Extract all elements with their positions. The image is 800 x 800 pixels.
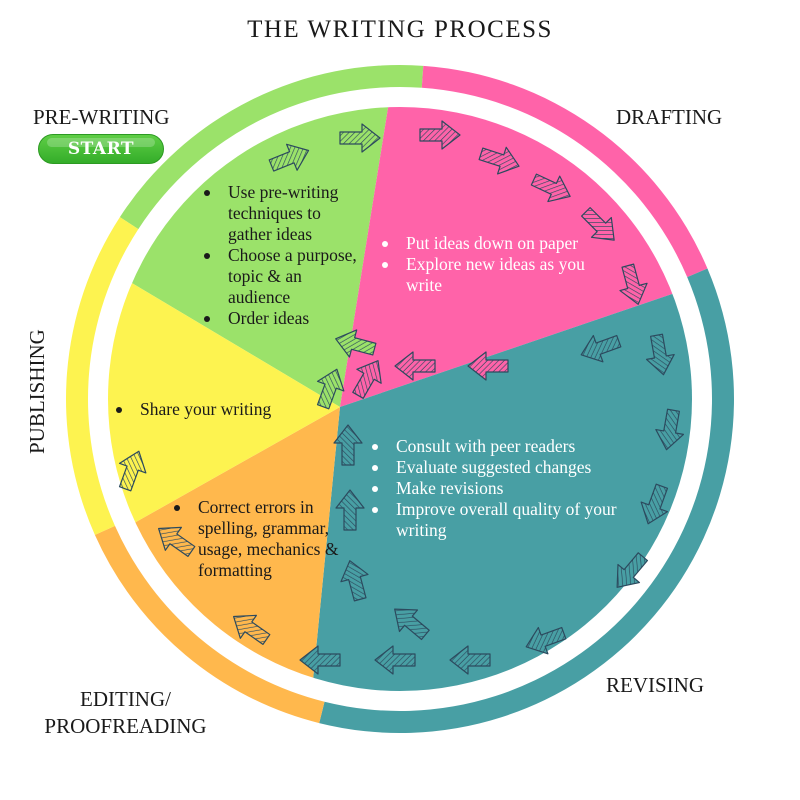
drafting-bullets: Put ideas down on paper Explore new idea… bbox=[378, 233, 598, 296]
prewriting-bullets: Use pre-writing techniques to gather ide… bbox=[200, 182, 360, 329]
bullet-item: Evaluate suggested changes bbox=[368, 457, 668, 478]
arrow-icon bbox=[419, 120, 461, 150]
wedge-revising bbox=[256, 107, 692, 691]
arrow-icon bbox=[525, 626, 567, 655]
ring-segment-drafting bbox=[421, 65, 708, 278]
arrow-icon bbox=[316, 368, 345, 410]
ring-segment-publishing bbox=[66, 217, 139, 535]
arrow-icon bbox=[352, 360, 382, 399]
ring-segment-editing bbox=[94, 525, 325, 724]
wedge-prewriting bbox=[108, 107, 484, 407]
arrow-icon bbox=[333, 424, 363, 466]
arrow-icon bbox=[449, 645, 491, 675]
bullet-item: Make revisions bbox=[368, 478, 668, 499]
ring-segment-revising bbox=[319, 268, 735, 734]
start-button[interactable]: START bbox=[38, 134, 164, 164]
stage-label-revising: REVISING bbox=[606, 673, 704, 697]
arrow-icon bbox=[268, 143, 310, 172]
arrow-icon bbox=[655, 408, 685, 451]
arrow-icon bbox=[335, 489, 365, 531]
arrow-icon bbox=[394, 608, 430, 641]
stage-label-editing-line1: EDITING/ bbox=[80, 687, 171, 711]
arrow-icon bbox=[233, 614, 271, 645]
arrow-icon bbox=[158, 526, 196, 557]
bullet-item: Improve overall quality of your writing bbox=[368, 499, 668, 541]
arrow-icon bbox=[339, 123, 381, 153]
arrow-icon bbox=[645, 333, 675, 376]
revising-bullets: Consult with peer readers Evaluate sugge… bbox=[368, 436, 668, 541]
arrow-icon bbox=[581, 207, 615, 241]
arrow-icon bbox=[118, 450, 147, 492]
bullet-item: Share your writing bbox=[112, 399, 312, 420]
arrow-icon bbox=[335, 329, 377, 358]
stage-label-prewriting: PRE-WRITING bbox=[33, 105, 170, 129]
bullet-item: Consult with peer readers bbox=[368, 436, 668, 457]
ring-segment-prewriting bbox=[119, 64, 424, 230]
outer-ring bbox=[66, 64, 735, 734]
arrow-icon bbox=[616, 552, 649, 588]
stage-label-editing: EDITING/ PROOFREADING bbox=[33, 686, 218, 741]
arrow-icon bbox=[640, 483, 669, 525]
stage-label-editing-line2: PROOFREADING bbox=[44, 714, 207, 739]
arrow-icon bbox=[467, 351, 509, 381]
bullet-item: Order ideas bbox=[200, 308, 360, 329]
wedge-drafting bbox=[340, 107, 692, 407]
cycle-arrows bbox=[118, 120, 685, 675]
arrow-icon bbox=[580, 334, 622, 363]
arrow-icon bbox=[619, 263, 648, 305]
bullet-item: Use pre-writing techniques to gather ide… bbox=[200, 182, 360, 245]
stage-label-publishing: PUBLISHING bbox=[25, 329, 49, 454]
arrow-icon bbox=[478, 146, 520, 175]
bullet-item: Choose a purpose, topic & an audience bbox=[200, 245, 360, 308]
editing-bullets: Correct errors in spelling, grammar, usa… bbox=[170, 497, 340, 581]
start-button-label: START bbox=[67, 139, 135, 159]
bullet-item: Put ideas down on paper bbox=[378, 233, 598, 254]
arrow-icon bbox=[340, 560, 369, 602]
bullet-item: Explore new ideas as you write bbox=[378, 254, 598, 296]
publishing-bullets: Share your writing bbox=[112, 399, 312, 420]
arrow-icon bbox=[374, 645, 416, 675]
arrow-icon bbox=[530, 173, 571, 203]
arrow-icon bbox=[299, 645, 341, 675]
arrow-icon bbox=[394, 351, 436, 381]
bullet-item: Correct errors in spelling, grammar, usa… bbox=[170, 497, 340, 581]
page-title: THE WRITING PROCESS bbox=[247, 16, 553, 43]
stage-label-drafting: DRAFTING bbox=[616, 105, 723, 129]
